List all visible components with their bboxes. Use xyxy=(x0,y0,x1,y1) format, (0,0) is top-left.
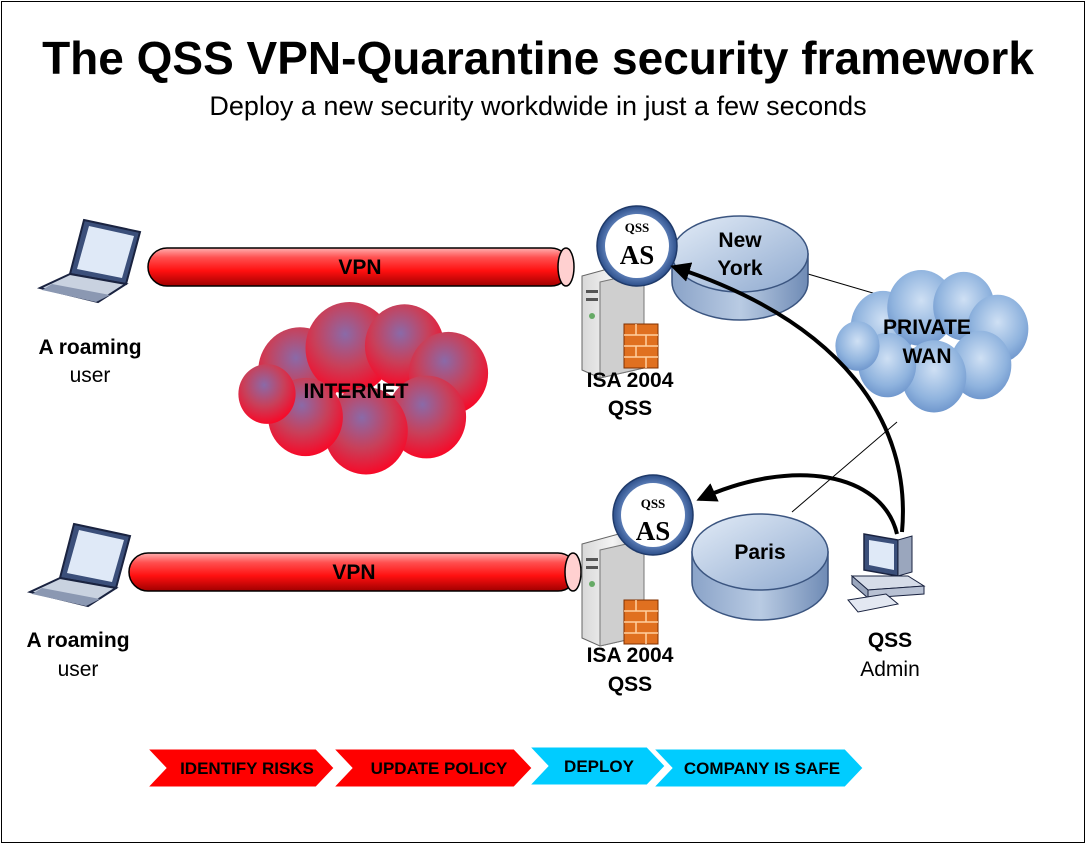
user-label-2: A roaming xyxy=(26,629,129,652)
page-title: The QSS VPN-Quarantine security framewor… xyxy=(42,32,1034,84)
vpn-label-1: VPN xyxy=(338,256,381,279)
vpn-label-2: VPN xyxy=(332,561,375,584)
qss-as-badge-2 xyxy=(612,474,694,556)
step-update-policy: UPDATE POLICY xyxy=(332,748,533,788)
wan-label-1: PRIVATE xyxy=(883,316,971,339)
badge-top-1: QSS xyxy=(625,220,650,235)
server-icon xyxy=(581,263,659,379)
process-steps: IDENTIFY RISKS UPDATE POLICY DEPLOY COMP… xyxy=(146,746,864,788)
internet-label: INTERNET xyxy=(304,380,409,403)
step-label-3: DEPLOY xyxy=(564,757,635,776)
badge-main-1: AS xyxy=(620,240,655,270)
admin-label: QSS xyxy=(868,629,912,652)
deploy-arrow-paris xyxy=(696,473,899,535)
badge-main-2: AS xyxy=(636,516,671,546)
vpn-tunnel-2 xyxy=(128,552,582,592)
site-label-newyork-1: New xyxy=(718,229,762,252)
new-york-site xyxy=(671,215,809,321)
page-subtitle: Deploy a new security workdwide in just … xyxy=(209,91,866,121)
desktop-computer-icon xyxy=(847,533,926,613)
step-label-1: IDENTIFY RISKS xyxy=(180,759,314,778)
laptop-icon xyxy=(26,522,132,608)
server-label-2b: QSS xyxy=(608,673,652,696)
step-label-4: COMPANY IS SAFE xyxy=(684,759,840,778)
paris-site xyxy=(691,513,829,621)
laptop-icon xyxy=(36,218,142,304)
firewall-icon xyxy=(623,599,659,645)
deploy-arrow-newyork xyxy=(670,262,905,533)
step-label-2: UPDATE POLICY xyxy=(371,759,508,778)
user-sub-1: user xyxy=(70,364,111,387)
vpn-tunnel-1 xyxy=(147,247,575,287)
server-icon xyxy=(581,531,659,647)
step-deploy: DEPLOY xyxy=(528,746,666,786)
user-sub-2: user xyxy=(58,658,99,681)
user-label-1: A roaming xyxy=(38,336,141,359)
site-label-paris: Paris xyxy=(734,541,785,564)
badge-top-2: QSS xyxy=(641,496,666,511)
paris-wan-link xyxy=(791,421,898,513)
step-identify-risks: IDENTIFY RISKS xyxy=(146,748,335,788)
wan-label-2: WAN xyxy=(903,345,952,368)
server-label-2a: ISA 2004 xyxy=(587,644,674,667)
server-label-1a: ISA 2004 xyxy=(587,369,674,392)
qss-as-badge-1 xyxy=(596,205,678,287)
site-label-newyork-2: York xyxy=(717,257,762,280)
server-label-1b: QSS xyxy=(608,397,652,420)
step-company-is-safe: COMPANY IS SAFE xyxy=(652,748,864,788)
firewall-icon xyxy=(623,323,659,369)
admin-sub: Admin xyxy=(860,658,920,681)
